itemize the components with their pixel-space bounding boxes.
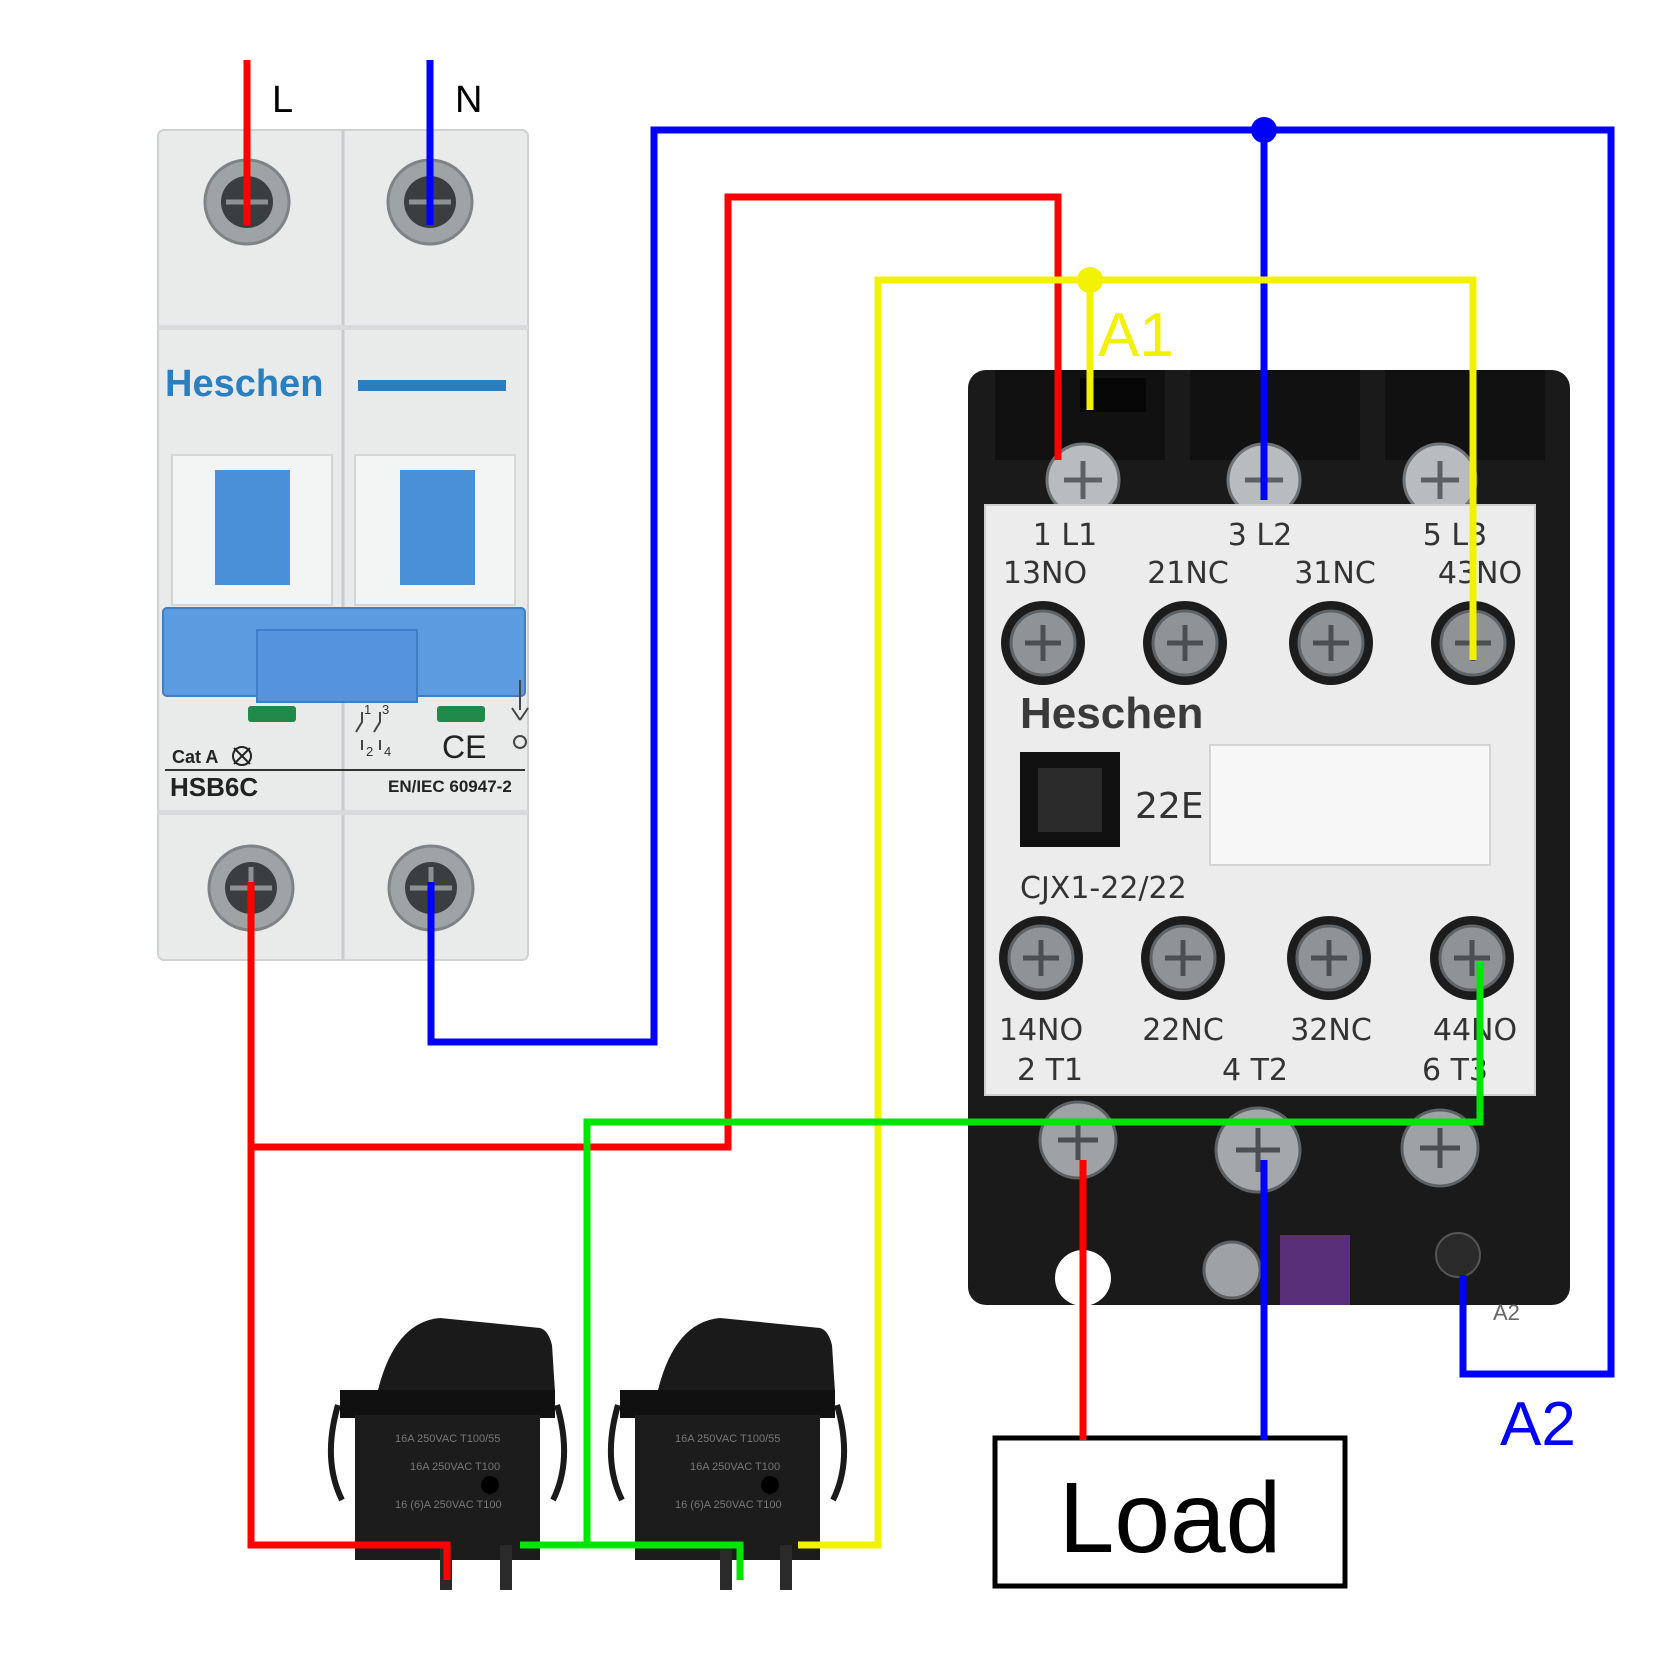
rocker-switch-2-pin-2 — [780, 1545, 792, 1590]
breaker-standard: EN/IEC 60947-2 — [388, 777, 512, 796]
contactor-bottom-screw-t3 — [1400, 1108, 1480, 1188]
breaker-top-ridge — [158, 325, 528, 330]
supply-line-label: L — [272, 79, 293, 121]
rocker-switch-1-rating-3: 16 (6)A 250VAC T100 — [395, 1499, 502, 1511]
contactor-label-1-l1: 1 L1 — [1033, 518, 1097, 553]
wire-line-to-l1 — [251, 193, 1062, 1151]
wire-neutral-to-a2 — [427, 126, 1615, 1378]
rocker-switch-2-rocker[interactable] — [658, 1318, 835, 1392]
contactor-a2-mark: A2 — [1493, 1300, 1520, 1325]
contactor-bottom-screw-t2 — [1214, 1106, 1302, 1194]
contactor-label-4-t2: 4 T2 — [1222, 1053, 1288, 1088]
breaker-bottom-ridge — [158, 810, 528, 815]
contactor-test-button-face — [1038, 768, 1102, 832]
neutral-junction-dot — [1251, 117, 1277, 143]
rocker-switch-2-clip-left — [607, 1404, 625, 1502]
circuit-breaker: Heschen 1 3 2 4 CE Cat A HSB6C EN/IEC — [157, 129, 529, 961]
breaker-contact-4: 4 — [384, 744, 391, 759]
breaker-contact-schematic — [355, 680, 529, 750]
rocker-switch-1-indicator — [481, 1476, 499, 1494]
rocker-switch-2-clip-right — [830, 1404, 848, 1502]
contactor-top-block-3 — [1385, 370, 1545, 460]
breaker-toggle-lever-right — [400, 470, 475, 585]
contactor-brand: Heschen — [1020, 689, 1203, 738]
breaker-off-symbol — [513, 735, 527, 749]
load-box — [992, 1435, 1348, 1589]
rocker-switch-1-bezel — [340, 1390, 555, 1418]
contactor-terminal-44no — [1430, 916, 1514, 1000]
rocker-switch-1-body — [355, 1415, 540, 1560]
contactor-coil-tag — [1280, 1235, 1350, 1305]
coil-a2-label: A2 — [1500, 1390, 1576, 1459]
rocker-switch-1-rating-2: 16A 250VAC T100 — [410, 1461, 500, 1473]
rocker-switch-1-clip-right — [550, 1404, 568, 1502]
rocker-switch-1-clip-left — [327, 1404, 345, 1502]
rocker-switch-1-rocker[interactable] — [378, 1318, 555, 1392]
contactor-label-13no: 13NO — [1003, 556, 1087, 591]
contactor-terminal-13no — [1001, 601, 1085, 685]
wire-line-to-switch-1 — [247, 882, 451, 1580]
rocker-switch-2-pin-1 — [720, 1545, 732, 1590]
contactor-a2-screw — [1435, 1232, 1481, 1278]
wire-switch-1-to-switch-2 — [520, 1541, 744, 1580]
breaker-contact-3: 3 — [382, 702, 389, 717]
contactor-label-43no: 43NO — [1438, 556, 1522, 591]
breaker-category: Cat A — [172, 747, 218, 767]
contactor-label-2-t1: 2 T1 — [1017, 1053, 1083, 1088]
breaker-indicator-left — [248, 706, 296, 722]
contactor-terminal-22nc — [1141, 916, 1225, 1000]
rocker-switch-2-rating-3: 16 (6)A 250VAC T100 — [675, 1499, 782, 1511]
load-label: Load — [1059, 1462, 1281, 1574]
contactor-label-44no: 44NO — [1433, 1013, 1517, 1048]
breaker-toggle-link — [256, 629, 418, 703]
contactor-label-22nc: 22NC — [1142, 1013, 1224, 1048]
rocker-switch-2-indicator — [761, 1476, 779, 1494]
contactor-label-window — [1209, 744, 1491, 866]
contactor-coil-screw — [1202, 1240, 1262, 1300]
breaker-category-icon — [232, 746, 252, 766]
breaker-brand-bar — [358, 380, 506, 391]
contactor-label-21nc: 21NC — [1147, 556, 1229, 591]
breaker-ce-mark: CE — [442, 729, 486, 765]
contactor-code: 22E — [1135, 786, 1204, 827]
rocker-switch-1-rating-1: 16A 250VAC T100/55 — [395, 1433, 500, 1445]
contactor-terminal-32nc — [1287, 916, 1371, 1000]
contactor-bottom-screw-t1 — [1038, 1100, 1118, 1180]
wire-a1-to-43no — [1090, 276, 1477, 660]
coil-a1-label: A1 — [1098, 301, 1174, 370]
breaker-brand: Heschen — [165, 363, 323, 405]
breaker-contact-1: 1 — [364, 702, 371, 717]
contactor-label-14no: 14NO — [999, 1013, 1083, 1048]
contactor-label-32nc: 32NC — [1290, 1013, 1372, 1048]
rocker-switch-2-rating-1: 16A 250VAC T100/55 — [675, 1433, 780, 1445]
contactor-label-31nc: 31NC — [1294, 556, 1376, 591]
rocker-switch-2-body — [635, 1415, 820, 1560]
contactor-terminal-14no — [999, 916, 1083, 1000]
contactor: 1 L1 3 L2 5 L3 13NO 21NC 31NC 43NO — [968, 370, 1570, 1325]
contactor-model: CJX1-22/22 — [1020, 871, 1187, 906]
wire-a1-to-switch-2 — [798, 276, 1094, 1549]
wire-switches-to-44no — [583, 962, 1484, 1545]
breaker-toggle-lever-left — [215, 470, 290, 585]
rocker-switch-2-rating-2: 16A 250VAC T100 — [690, 1461, 780, 1473]
contactor-label-5-l3: 5 L3 — [1423, 518, 1487, 553]
contactor-terminal-31nc — [1289, 601, 1373, 685]
contactor-label-3-l2: 3 L2 — [1228, 518, 1292, 553]
a1-junction-dot — [1077, 267, 1103, 293]
rocker-switch-2[interactable]: 16A 250VAC T100/55 16A 250VAC T100 16 (6… — [607, 1318, 848, 1590]
breaker-contact-2: 2 — [366, 744, 373, 759]
breaker-model: HSB6C — [170, 772, 258, 802]
contactor-terminal-21nc — [1143, 601, 1227, 685]
supply-neutral-label: N — [455, 79, 482, 121]
breaker-indicator-right — [437, 706, 485, 722]
rocker-switch-1-pin-2 — [500, 1545, 512, 1590]
rocker-switch-2-bezel — [620, 1390, 835, 1418]
